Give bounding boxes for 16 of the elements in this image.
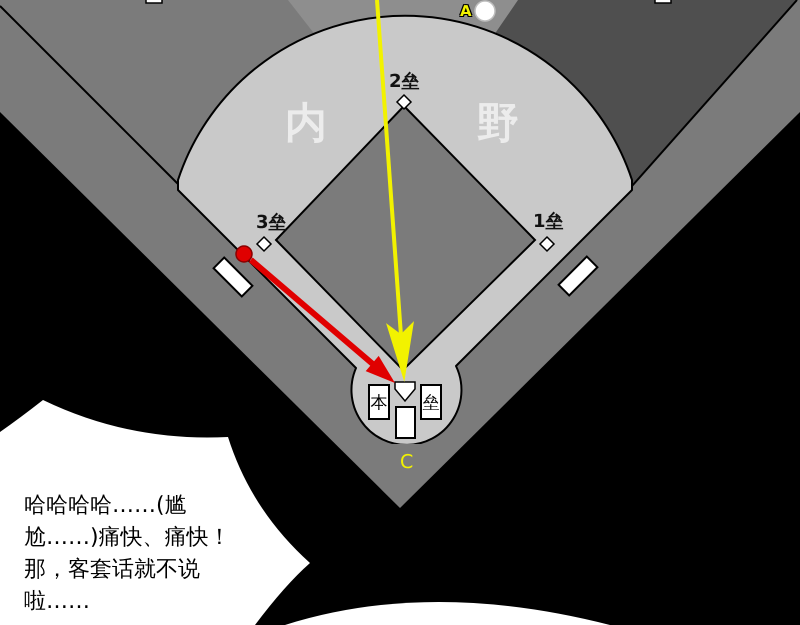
catcher-box	[395, 406, 416, 439]
point-label: A	[460, 3, 472, 19]
batter-box: 垒	[420, 384, 442, 420]
speech-text: 哈哈哈哈……(尴尬……)痛快、痛快！那，客套话就不说啦……	[24, 492, 232, 616]
base-label: 1垒	[533, 212, 564, 232]
coach-box	[212, 256, 254, 298]
dot-icon	[235, 245, 253, 263]
base-label: 2垒	[389, 72, 420, 92]
base-label: 3垒	[256, 213, 287, 233]
home-plate-icon	[393, 380, 417, 403]
speech-bubble	[285, 602, 610, 625]
coach-box	[557, 255, 599, 297]
arrow	[248, 258, 397, 386]
point-label: C	[400, 452, 414, 472]
arrow	[375, 0, 414, 382]
batter-box: 本	[368, 384, 390, 420]
